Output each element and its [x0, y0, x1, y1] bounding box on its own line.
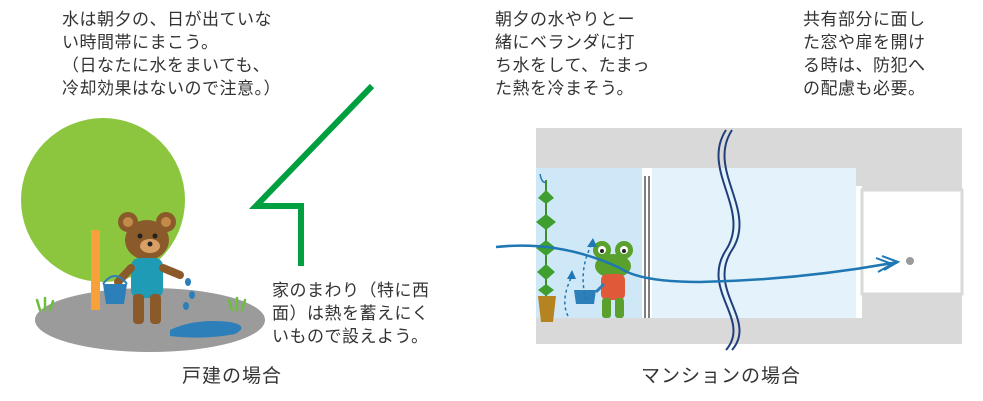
apartment-scene [495, 128, 964, 351]
mansion-caption: マンションの場合 [641, 365, 802, 387]
break-line-icon [717, 129, 735, 351]
bucket-icon [102, 275, 128, 304]
watering-can-icon [574, 290, 596, 304]
house-scene [21, 118, 265, 352]
leader-line [248, 83, 375, 266]
lower-wall [862, 294, 962, 318]
mansion-note-right: 共有部分に面し た窓や扉を開け る時は、防犯へ の配慮も必要。 [803, 10, 926, 99]
airflow-arrow [495, 244, 899, 284]
house-note-bottom: 家のまわり（特に西 面）は熱を蓄えにく いもので設えよう。 [272, 281, 430, 347]
door-panel [860, 188, 964, 296]
room-window [652, 168, 856, 318]
mansion-note-left: 朝夕の水やりとー 緒にベランダに打 ち水をして、たまっ た熱を冷まそう。 [495, 10, 650, 99]
splash-arrow-icon [564, 275, 573, 317]
water-drops-icon [183, 278, 195, 310]
tree-crown [21, 118, 185, 282]
floor-slab [536, 318, 962, 344]
house-caption: 戸建の場合 [182, 365, 283, 387]
side-wall [862, 168, 962, 190]
water-puddle [170, 321, 242, 338]
door-knob [906, 257, 914, 265]
bear-character [114, 212, 184, 324]
grass-tuft-left [35, 296, 55, 312]
house-note-top: 水は朝夕の、日が出ていな い時間帯にまこう。 （日なたに水をまいても、 冷却効果… [62, 10, 281, 99]
tree-trunk [91, 230, 100, 310]
grass-tuft-right [227, 296, 247, 312]
ceiling-slab [536, 128, 962, 168]
